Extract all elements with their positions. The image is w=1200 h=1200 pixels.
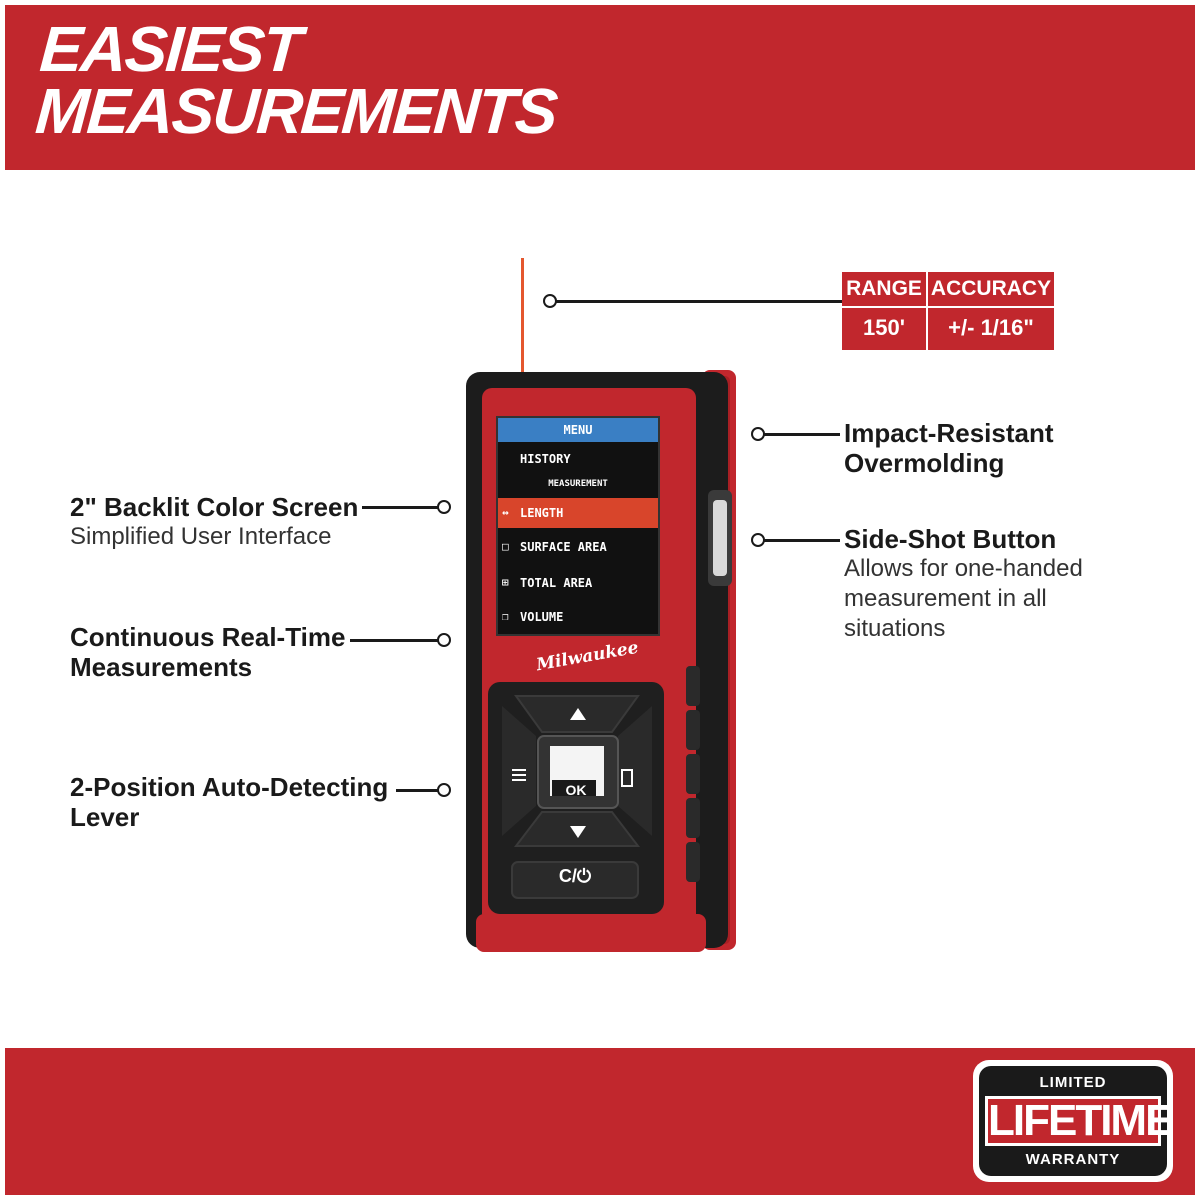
callout-lever-title-1: 2-Position Auto-Detecting xyxy=(70,772,389,802)
warranty-badge: LIMITED LIFETIME WARRANTY xyxy=(973,1060,1174,1182)
length-icon: ↔ xyxy=(502,506,509,519)
screen-history: HISTORY xyxy=(520,452,571,466)
header-banner xyxy=(5,5,1195,170)
callout-lever-title-2: Lever xyxy=(70,802,140,832)
screen-item-label: SURFACE AREA xyxy=(520,540,607,554)
leader-continuous xyxy=(350,639,440,642)
leader-screen xyxy=(362,506,440,509)
callout-sideshot-title: Side-Shot Button xyxy=(844,524,1057,554)
screen-section-label: MEASUREMENT xyxy=(548,479,608,489)
leader-dot-range xyxy=(543,294,557,308)
headline: EASIEST MEASUREMENTS xyxy=(33,13,563,147)
screen-item-label: VOLUME xyxy=(520,610,564,624)
cube-icon: ❐ xyxy=(502,610,509,623)
callout-lever: 2-Position Auto-Detecting Lever xyxy=(70,772,388,832)
callout-sideshot-sub-1: Allows for one-handed xyxy=(844,555,1083,582)
headline-line-1: EASIEST xyxy=(37,13,303,85)
badge-limited: LIMITED xyxy=(1039,1074,1107,1091)
grid-icon: ⊞ xyxy=(502,576,509,589)
leader-dot-overmolding xyxy=(751,427,765,441)
leader-dot-continuous xyxy=(437,633,451,647)
leader-dot-lever xyxy=(437,783,451,797)
screen-item-volume: ❐ VOLUME xyxy=(498,602,658,632)
screen-menu-title: MENU xyxy=(498,418,658,442)
laser-beam xyxy=(521,258,524,374)
callout-screen-subtitle: Simplified User Interface xyxy=(70,523,332,550)
callout-overmolding: Impact-Resistant Overmolding xyxy=(844,418,1054,478)
callout-sideshot-sub-3: situations xyxy=(844,615,946,642)
callout-screen-title: 2" Backlit Color Screen xyxy=(70,492,359,522)
callout-screen: 2" Backlit Color Screen Simplified User … xyxy=(70,492,358,552)
device-screen: MENU HISTORY MEASUREMENT ↔ LENGTH □ SURF… xyxy=(496,416,660,636)
screen-item-label: LENGTH xyxy=(520,506,564,520)
leader-dot-sideshot xyxy=(751,533,765,547)
callout-overmolding-title-1: Impact-Resistant xyxy=(844,418,1054,448)
spec-table: RANGE ACCURACY 150' +/- 1/16" xyxy=(842,272,1054,350)
badge-lifetime: LIFETIME xyxy=(985,1096,1174,1146)
leader-lever xyxy=(396,789,440,792)
screen-item-surface-area: □ SURFACE AREA xyxy=(498,532,658,562)
callout-sideshot: Side-Shot Button Allows for one-handed m… xyxy=(844,524,1083,644)
square-icon: □ xyxy=(502,540,509,553)
callout-continuous-title-2: Measurements xyxy=(70,652,253,682)
spec-header-range: RANGE xyxy=(846,277,922,300)
headline-line-2: MEASUREMENTS xyxy=(33,75,559,147)
ok-key-label: OK xyxy=(565,782,587,798)
screen-item-total-area: ⊞ TOTAL AREA xyxy=(498,568,658,598)
badge-warranty: WARRANTY xyxy=(1025,1151,1121,1168)
leader-range xyxy=(556,300,842,303)
leader-sideshot xyxy=(764,539,840,542)
callout-continuous: Continuous Real-Time Measurements xyxy=(70,622,345,682)
callout-sideshot-sub-2: measurement in all xyxy=(844,585,1047,612)
screen-item-length: ↔ LENGTH xyxy=(498,498,658,528)
spec-value-accuracy: +/- 1/16" xyxy=(948,315,1034,340)
leader-overmolding xyxy=(764,433,840,436)
leader-dot-screen xyxy=(437,500,451,514)
spec-value-range: 150' xyxy=(863,315,905,340)
clear-power-key-label: C/⏻ xyxy=(558,866,592,886)
spec-header-accuracy: ACCURACY xyxy=(930,277,1052,300)
screen-item-label: TOTAL AREA xyxy=(520,576,593,590)
callout-overmolding-title-2: Overmolding xyxy=(844,448,1005,478)
callout-continuous-title-1: Continuous Real-Time xyxy=(70,622,346,652)
